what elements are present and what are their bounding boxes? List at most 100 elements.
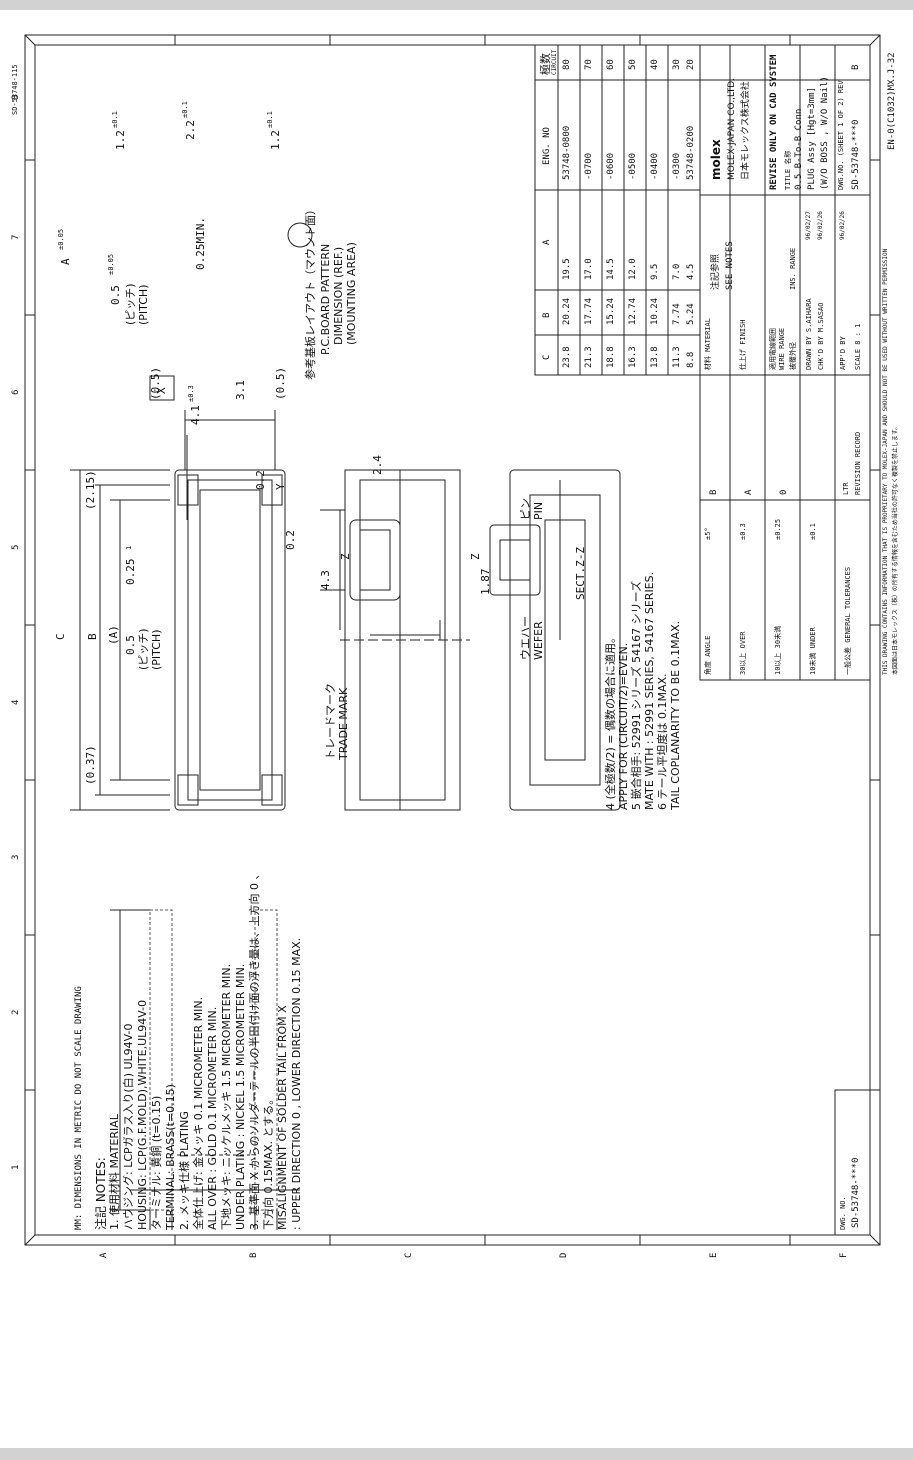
position-datum: Y: [274, 483, 287, 490]
table-cell-c: 18.8: [606, 346, 616, 368]
table-cell-eng: 53748-0200: [686, 125, 696, 180]
pattern-pitch-jp: (ピッチ): [124, 283, 137, 325]
pattern-pitch-tol: ±0.05: [107, 253, 115, 275]
note-4-en: APPLY FOR (CIRCUIT/2)=EVEN.: [617, 642, 630, 810]
table-cell-a: 12.0: [628, 258, 638, 280]
dwg-label: DWG.NO. (SHEET 1 OF 2) REV: [837, 80, 845, 190]
tbl-hdr-cir-en: CIRCUIT: [551, 49, 558, 75]
pattern-min: 0.25MIN.: [194, 217, 207, 270]
section-mark-z2: Z: [469, 553, 482, 560]
dwg-number: SD-53748-***0: [851, 119, 861, 190]
revise-note: REVISE ONLY ON CAD SYSTEM: [769, 54, 779, 190]
table-cell-a: 17.0: [584, 258, 594, 280]
section-zz: [489, 524, 541, 596]
pattern-title-jp: 参考基板レイアウト（マウント面）: [304, 204, 317, 380]
zone-col-label: 2: [11, 1009, 21, 1015]
note-line: 2. メッキ仕様 PLATING: [178, 1111, 191, 1230]
company-jp: 日本モレックス株式会社: [741, 81, 751, 180]
dim-025: 0.25: [124, 558, 137, 586]
zone-col-label: 4: [11, 699, 21, 705]
pattern-pitch-en: (PITCH): [137, 284, 150, 326]
pattern-d12-b: 1.2: [269, 130, 282, 150]
checked-by: CHK'D BY M.SASAO: [817, 302, 825, 370]
note-6-jp: 6 テール平坦度は 0.1MAX.: [656, 673, 669, 810]
note-line: ALL OVER : GOLD 0.1 MICROMETER MIN.: [206, 1006, 219, 1230]
rev-a: A: [744, 489, 754, 495]
tol-val-3: ±0.1: [809, 523, 817, 540]
material-label: 材料 MATERIAL: [704, 318, 712, 370]
zone-col-label: 5: [11, 544, 21, 550]
dwg-no-bottom: SD-53748-***0: [851, 1157, 861, 1228]
table-cell-a: 4.5: [686, 263, 696, 280]
zone-col-label: 6: [11, 389, 21, 395]
note-line: ターミナル: 黄銅 (t=0.15): [150, 1095, 163, 1230]
note-line: : UPPER DIRECTION 0 , LOWER DIRECTION 0.…: [290, 937, 303, 1230]
trademark-jp: トレードマーク: [324, 683, 337, 760]
zone-row-label: F: [839, 1252, 849, 1258]
pattern-title-en: P.C.BOARD PATTERN: [319, 243, 332, 355]
note-line: TERMINAL: BRASS(t=0.15): [164, 1084, 177, 1230]
plan-pitch-en: (PITCH): [150, 629, 163, 671]
table-cell-b: 5.24: [686, 303, 696, 325]
note-line: 3. 基準面 X からのソルダーテールの半田付け面の浮き量は、上方向 0 、: [248, 868, 261, 1230]
dim-c: C: [54, 633, 67, 640]
angle-label: 角度 ANGLE: [704, 635, 712, 675]
dim-41-tol: ±0.3: [187, 385, 195, 402]
table-cell-eng: -0500: [628, 152, 638, 180]
pattern-tol-a: ±0.1: [111, 111, 119, 128]
side-h187: 1.87: [479, 568, 492, 596]
dim-41: 4.1: [189, 405, 202, 425]
drawing-lines: [24, 34, 881, 1246]
datum-box-x: [149, 375, 175, 401]
dim-02: 0.2: [284, 530, 297, 550]
pattern-sub2: (MOUNTING AREA): [345, 242, 358, 345]
angle-value: ±5°: [704, 527, 712, 540]
wafer-jp: ウエハー: [519, 616, 532, 660]
revision-record: REVISION RECORD: [854, 431, 862, 495]
company-en: MOLEX-JAPAN CO.,LTD.: [727, 77, 737, 180]
drawing-rotated: 1 2 3 4 5 6 7 8 A B C D E F MM: DIMENSIO…: [0, 10, 913, 1280]
rev-ltr: LTR: [842, 482, 850, 495]
drawn-date: 96/02/27: [805, 211, 812, 240]
rev-b: B: [709, 489, 719, 495]
zone-row-label: D: [559, 1252, 569, 1258]
proprietary-en: THIS DRAWING CONTAINS INFORMATION THAT I…: [882, 248, 889, 675]
note-5-en: MATE WITH : 52991 SERIES, 54167 SERIES.: [643, 571, 656, 810]
wire-jp: 適用電線範囲: [769, 328, 777, 370]
title-label: TITLE 名称: [784, 150, 792, 190]
side-h24: 2.4: [371, 455, 384, 475]
finish-label: 仕上げ FINISH: [739, 319, 747, 370]
table-cell-eng: -0700: [584, 152, 594, 180]
approved-date: 96/02/26: [839, 211, 846, 240]
note-line: 下地メッキ: ニッケルメッキ 1.5 MICROMETER MIN.: [220, 963, 233, 1230]
pcb-pattern: [149, 909, 278, 1211]
pattern-a-tol: ±0.05: [57, 228, 65, 250]
sheet-signature: SD-53748-115: [11, 64, 19, 115]
table-cell-b: 12.74: [628, 297, 638, 325]
tol-val-2: ±0.25: [774, 518, 782, 540]
section-zz-label: SECT.Z-Z: [574, 547, 587, 600]
pattern-sub1: DIMENSION (REF.): [332, 246, 345, 345]
table-cell-a: 14.5: [606, 258, 616, 280]
table-cell-c: 23.8: [562, 346, 572, 368]
notes-heading: 注記 NOTES:: [94, 1157, 108, 1230]
tol-val-1: ±0.3: [739, 523, 747, 540]
dim-b: B: [86, 633, 99, 640]
wafer-en: WEFER: [532, 621, 545, 660]
side-h43: 4.3: [319, 570, 332, 590]
table-cell-b: 15.24: [606, 297, 616, 325]
scale: SCALE 8 : 1: [854, 323, 862, 370]
notes-ref-jp: 注記参照: [711, 253, 721, 290]
note-line: HOUSING: LCP(G.F.MOLD),WHITE,UL94V-0: [136, 999, 149, 1230]
note-5-jp: 5 嵌合相手: 52991 シリーズ 54167 シリーズ: [630, 580, 643, 810]
title-line-1: 0.5 B-To-B Conn: [794, 108, 804, 190]
note-line: MISALIGNMENT OF SOLDER TAIL FROM X: [276, 1005, 289, 1230]
title-line-2: PLUG Assy [Hgt=3mm]: [807, 87, 817, 190]
note-line: ハウジング: LCPガラス入り(白) UL94V-0: [122, 1023, 135, 1230]
approved-by: APP'D BY: [839, 336, 847, 370]
table-cell-cir: 60: [606, 59, 616, 70]
section-mark-z: Z: [339, 553, 352, 560]
viewer-bottom-bar: [0, 1448, 913, 1460]
en-code: EN-0(C1032)MX.J-32: [887, 52, 897, 150]
note-line: UNDER PLATING : NICKEL 1.5 MICROMETER MI…: [234, 963, 247, 1230]
